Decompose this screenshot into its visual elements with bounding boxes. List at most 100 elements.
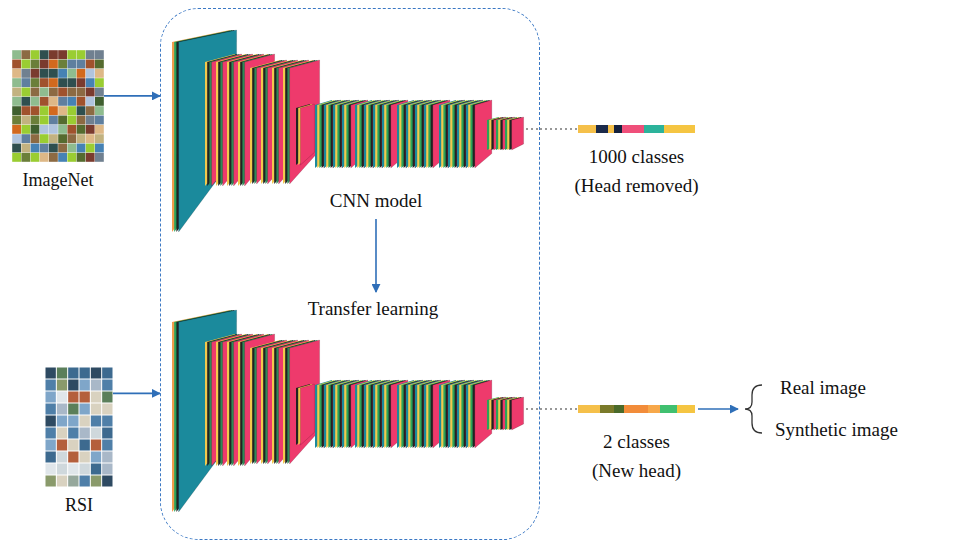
dotted-tail <box>526 128 540 129</box>
image-tile <box>12 50 21 59</box>
image-tile <box>40 50 49 59</box>
image-tile <box>40 69 49 78</box>
image-tile <box>95 69 104 78</box>
class-label: Synthetic image <box>775 418 898 442</box>
image-tile <box>40 88 49 97</box>
image-tile <box>102 416 112 427</box>
image-tile <box>40 116 49 125</box>
image-tile <box>49 50 58 59</box>
image-tile <box>68 392 78 403</box>
image-tile <box>21 69 30 78</box>
image-tile <box>67 153 76 162</box>
image-tile <box>58 153 67 162</box>
image-tile <box>57 452 67 463</box>
image-tile <box>12 69 21 78</box>
vector-segments <box>578 405 695 413</box>
class-label: Real image <box>780 376 866 400</box>
image-tile <box>12 116 21 125</box>
image-tile <box>68 380 78 391</box>
image-tile <box>77 69 86 78</box>
image-tile <box>40 153 49 162</box>
image-tile <box>21 144 30 153</box>
vector-cell <box>596 125 608 133</box>
brace <box>745 385 762 433</box>
image-tile <box>95 153 104 162</box>
image-tile <box>31 116 40 125</box>
image-tile <box>86 153 95 162</box>
image-tile <box>46 440 56 451</box>
image-tile <box>40 144 49 153</box>
image-tile <box>49 144 58 153</box>
image-tile <box>49 78 58 87</box>
image-tile <box>31 144 40 153</box>
cnn-layer <box>300 384 314 445</box>
cnn-network <box>172 30 540 232</box>
image-tile <box>102 392 112 403</box>
output-vector: 2 classes (New head) <box>578 405 695 413</box>
image-tile <box>58 116 67 125</box>
image-thumbnail: ImageNet <box>12 50 104 162</box>
stage-label: CNN model <box>330 189 422 213</box>
image-tile <box>80 428 90 439</box>
image-tile <box>58 50 67 59</box>
image-tile <box>102 464 112 475</box>
image-tile <box>57 392 67 403</box>
vector-cell <box>578 405 600 413</box>
image-tile <box>31 78 40 87</box>
image-tile <box>91 368 101 379</box>
image-tile <box>86 97 95 106</box>
image-tile <box>86 116 95 125</box>
vector-cell <box>614 405 624 413</box>
image-tile <box>57 368 67 379</box>
image-tile <box>58 125 67 134</box>
dotted-tail <box>526 408 540 409</box>
image-tile <box>31 97 40 106</box>
image-tile <box>12 134 21 143</box>
output-arrow <box>698 408 738 410</box>
image-tile <box>57 380 67 391</box>
image-tile <box>58 78 67 87</box>
image-tile <box>49 69 58 78</box>
image-tile <box>21 134 30 143</box>
image-tile <box>31 134 40 143</box>
image-tile <box>49 60 58 69</box>
vector-segments <box>578 125 695 133</box>
image-tile <box>68 440 78 451</box>
transfer-arrow <box>375 219 377 292</box>
vector-cell <box>660 405 677 413</box>
image-tile <box>91 392 101 403</box>
image-tile <box>80 380 90 391</box>
image-tile <box>86 60 95 69</box>
cnn-network <box>172 310 540 512</box>
image-tile <box>67 125 76 134</box>
image-mosaic <box>12 50 104 162</box>
cnn-layer <box>300 104 314 165</box>
image-tile <box>95 97 104 106</box>
image-tile <box>77 106 86 115</box>
image-tile <box>91 404 101 415</box>
image-tile <box>12 153 21 162</box>
image-caption: ImageNet <box>0 168 118 192</box>
image-tile <box>21 97 30 106</box>
image-tile <box>46 416 56 427</box>
image-tile <box>102 428 112 439</box>
image-tile <box>91 416 101 427</box>
image-tile <box>68 476 78 487</box>
image-tile <box>21 60 30 69</box>
image-tile <box>86 50 95 59</box>
image-tile <box>67 97 76 106</box>
image-tile <box>58 60 67 69</box>
image-tile <box>40 97 49 106</box>
image-tile <box>77 116 86 125</box>
image-tile <box>68 404 78 415</box>
vector-cell <box>644 125 664 133</box>
image-tile <box>21 125 30 134</box>
image-tile <box>12 60 21 69</box>
image-tile <box>31 60 40 69</box>
image-tile <box>102 368 112 379</box>
image-tile <box>21 50 30 59</box>
image-tile <box>91 452 101 463</box>
image-tile <box>86 88 95 97</box>
image-tile <box>77 97 86 106</box>
